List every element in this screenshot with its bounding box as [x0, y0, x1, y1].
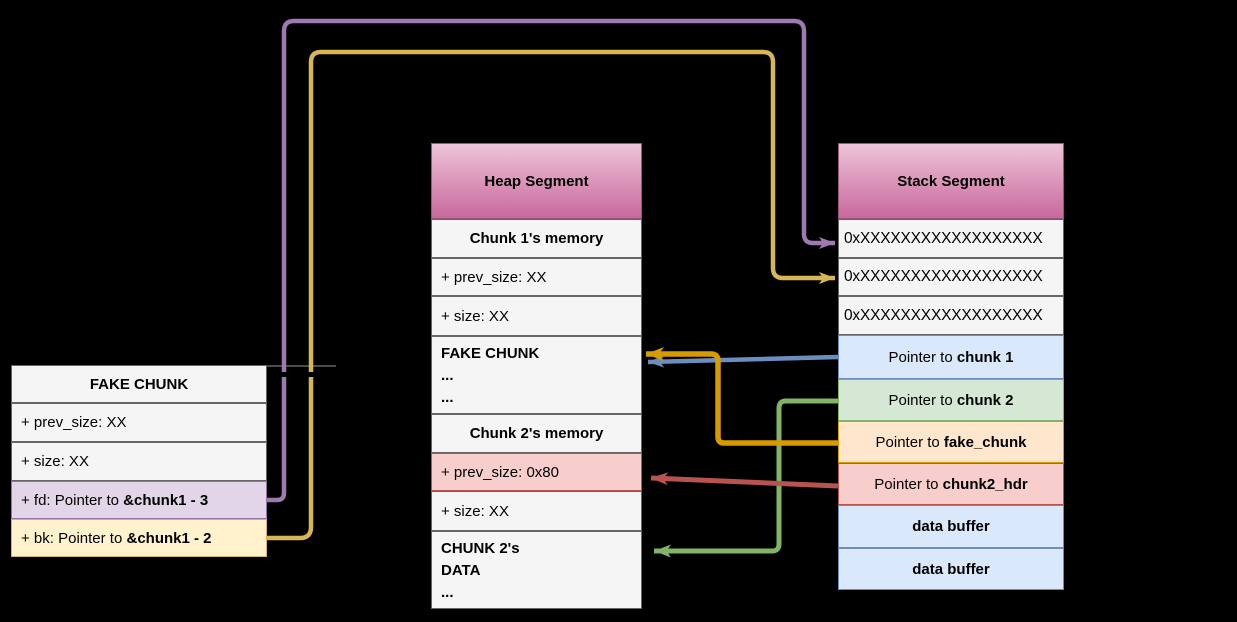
- table-row-size: + size: XX: [11, 442, 267, 481]
- table-row-chunk1-memory: Chunk 1's memory: [431, 219, 642, 258]
- chunk2-pointer-arrow: [654, 398, 838, 558]
- table-row-pointer-chunk2: Pointer to chunk 2: [838, 379, 1064, 421]
- table-row-pointer-fake-chunk: Pointer to fake_chunk: [838, 421, 1064, 463]
- fake-chunk-table-title: FAKE CHUNK: [11, 365, 267, 403]
- line-gap-tick-yellow: [304, 372, 317, 377]
- table-row-chunk1-prev-size: + prev_size: XX: [431, 258, 642, 296]
- fake-chunk-table: FAKE CHUNK + prev_size: XX + size: XX + …: [11, 365, 267, 557]
- table-row-fake-chunk-area: FAKE CHUNK ... ...: [431, 336, 642, 414]
- table-row-address-2: 0xXXXXXXXXXXXXXXXXXX: [838, 258, 1064, 296]
- line-gap-tick-purple: [277, 372, 290, 377]
- stack-segment-header: Stack Segment: [838, 143, 1064, 219]
- table-row-chunk2-memory: Chunk 2's memory: [431, 414, 642, 453]
- table-row-chunk1-size: + size: XX: [431, 296, 642, 336]
- table-row-pointer-chunk2-hdr: Pointer to chunk2_hdr: [838, 463, 1064, 505]
- table-row-bk-pointer: + bk: Pointer to &chunk1 - 2: [11, 519, 267, 557]
- heap-segment-table: Heap Segment Chunk 1's memory + prev_siz…: [431, 143, 642, 609]
- table-row-chunk2-prev-size: + prev_size: 0x80: [431, 453, 642, 491]
- table-row-address-1: 0xXXXXXXXXXXXXXXXXXX: [838, 219, 1064, 258]
- stack-segment-table: Stack Segment 0xXXXXXXXXXXXXXXXXXX 0xXXX…: [838, 143, 1064, 590]
- table-row-fd-pointer: + fd: Pointer to &chunk1 - 3: [11, 481, 267, 519]
- fake-chunk-pointer-arrow: [646, 347, 838, 446]
- chunk2-hdr-pointer-arrow: [650, 472, 839, 489]
- table-row-data-buffer-2: data buffer: [838, 548, 1064, 590]
- table-row-chunk2-size: + size: XX: [431, 491, 642, 531]
- table-row-pointer-chunk1: Pointer to chunk 1: [838, 335, 1064, 379]
- table-row-address-3: 0xXXXXXXXXXXXXXXXXXX: [838, 296, 1064, 335]
- heap-segment-header: Heap Segment: [431, 143, 642, 219]
- table-row-prev-size: + prev_size: XX: [11, 403, 267, 442]
- chunk1-pointer-arrow: [647, 354, 839, 368]
- table-row-data-buffer-1: data buffer: [838, 505, 1064, 548]
- table-row-chunk2-data: CHUNK 2's DATA ...: [431, 531, 642, 609]
